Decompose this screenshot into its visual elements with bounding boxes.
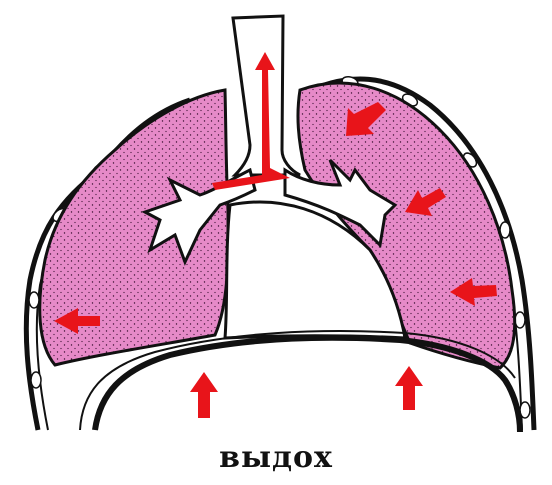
arrow-up-icon	[190, 372, 218, 418]
caption-exhalation: выдох	[0, 440, 552, 475]
arrow-up-icon	[395, 366, 423, 410]
